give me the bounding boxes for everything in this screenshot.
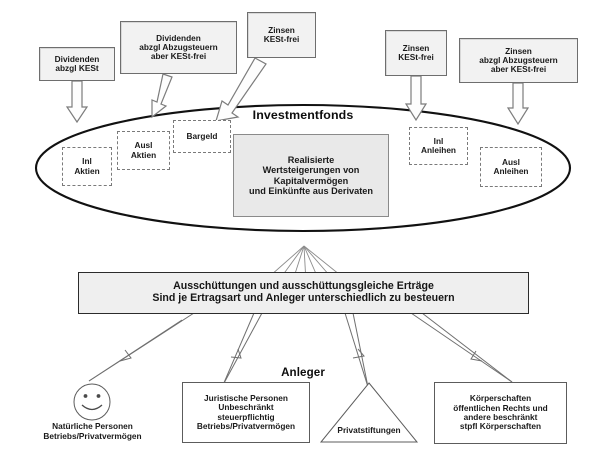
fund-center-box[interactable]: Realisierte Wertsteigerungen von Kapital… xyxy=(233,134,389,217)
investor-line2: Unbeschränkt xyxy=(218,402,274,413)
asset-line1: Inl xyxy=(82,156,92,167)
investor-line4: stpfl Körperschaften xyxy=(459,421,542,432)
source-box-zinsen-kest-frei-left[interactable]: Zinsen KESt-frei xyxy=(247,12,316,58)
center-line3: Kapitalvermögen xyxy=(273,175,349,186)
investor-label-natuerliche-personen: Natürliche Personen Betriebs/Privatvermö… xyxy=(20,421,165,441)
source-box-dividenden-abzugsteuern[interactable]: Dividenden abzgl Abzugsteuern aber KESt-… xyxy=(120,21,237,74)
asset-box-ausl-aktien[interactable]: Ausl Aktien xyxy=(117,131,170,170)
investor-line1: Körperschaften xyxy=(469,393,532,404)
banner-line2: Sind je Ertragsart und Anleger unterschi… xyxy=(152,292,455,304)
source-line1: Dividenden xyxy=(156,32,201,43)
source-line2: abzgl Abzugsteuern xyxy=(479,54,558,65)
caption-line1: Natürliche Personen xyxy=(52,421,133,431)
caption-line2: Betriebs/Privatvermögen xyxy=(43,430,142,441)
investor-line3: steuerpflichtig xyxy=(217,411,275,422)
arrow-zinsen-kest-frei-right xyxy=(404,75,428,122)
source-line2: abzgl KESt xyxy=(55,63,99,73)
asset-box-inl-anleihen[interactable]: Inl Anleihen xyxy=(409,127,468,165)
source-line1: Dividenden xyxy=(54,53,100,64)
asset-line2: Anleihen xyxy=(493,166,529,176)
source-line1: Zinsen xyxy=(505,45,532,56)
center-line2: Wertsteigerungen von xyxy=(262,165,360,176)
asset-line2: Aktien xyxy=(130,149,157,160)
investor-box-koerperschaften[interactable]: Körperschaften öffentlichen Rechts und a… xyxy=(434,382,567,444)
asset-line2: Anleihen xyxy=(420,145,457,155)
asset-box-bargeld[interactable]: Bargeld xyxy=(173,120,231,153)
asset-box-ausl-anleihen[interactable]: Ausl Anleihen xyxy=(480,147,542,187)
source-line3: aber KESt-frei xyxy=(490,64,547,75)
source-line3: aber KESt-frei xyxy=(150,51,207,62)
asset-line2: Aktien xyxy=(74,165,100,176)
anleger-title: Anleger xyxy=(281,366,325,379)
source-line2: KESt-frei xyxy=(398,52,434,62)
asset-line1: Bargeld xyxy=(186,130,218,141)
asset-line1: Ausl xyxy=(134,140,153,151)
asset-line1: Inl xyxy=(433,135,444,146)
source-box-zinsen-kest-frei-right[interactable]: Zinsen KESt-frei xyxy=(385,30,447,76)
distribution-banner[interactable]: Ausschüttungen und ausschüttungsgleiche … xyxy=(78,272,529,314)
source-line2: abzgl Abzugsteuern xyxy=(139,41,218,52)
asset-box-inl-aktien[interactable]: Inl Aktien xyxy=(62,147,112,186)
investor-line2: öffentlichen Rechts und xyxy=(453,402,548,413)
asset-line1: Ausl xyxy=(502,156,520,167)
investmentfonds-title: Investmentfonds xyxy=(252,108,354,122)
investor-label-privatstiftungen[interactable]: Privatstiftungen xyxy=(337,425,401,435)
investor-box-juristische-personen[interactable]: Juristische Personen Unbeschränkt steuer… xyxy=(182,382,310,443)
investor-line4: Betriebs/Privatvermögen xyxy=(196,420,296,431)
smiley-face-icon xyxy=(73,383,111,421)
investor-line1: Juristische Personen xyxy=(204,392,288,403)
source-line2: KESt-frei xyxy=(263,34,300,44)
banner-line1: Ausschüttungen und ausschüttungsgleiche … xyxy=(173,280,434,293)
investor-line3: andere beschränkt xyxy=(463,412,538,422)
arrow-dividenden-kest xyxy=(65,80,89,124)
source-line1: Zinsen xyxy=(402,42,430,53)
center-line4: und Einkünfte aus Derivaten xyxy=(248,185,374,196)
arrow-dividenden-abzugsteuern xyxy=(151,73,173,119)
source-box-zinsen-abzugsteuern[interactable]: Zinsen abzgl Abzugsteuern aber KESt-frei xyxy=(459,38,578,83)
arrow-zinsen-abzugsteuern xyxy=(506,82,530,126)
source-box-dividenden-kest[interactable]: Dividenden abzgl KESt xyxy=(39,47,115,81)
source-line1: Zinsen xyxy=(268,24,295,35)
center-line1: Realisierte xyxy=(287,154,335,165)
